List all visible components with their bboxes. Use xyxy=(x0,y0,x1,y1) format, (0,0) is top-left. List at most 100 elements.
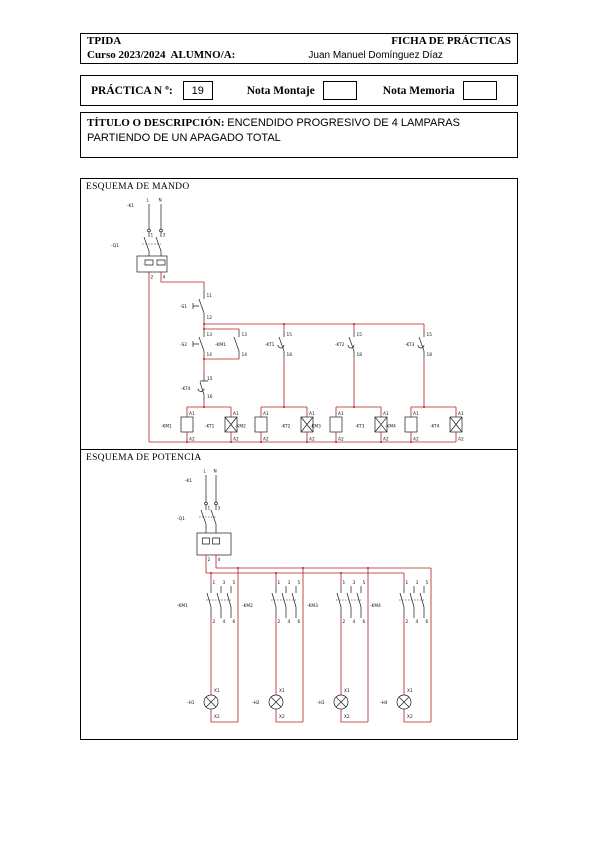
diagram-label: A2 xyxy=(338,437,344,443)
diagram-label: 5 xyxy=(363,580,366,586)
potencia-title: ESQUEMA DE POTENCIA xyxy=(86,453,202,463)
diagram-label: 1 xyxy=(343,580,346,586)
nota-montaje-label: Nota Montaje xyxy=(246,84,315,97)
diagram-label: 6 xyxy=(233,619,236,625)
diagram-label: A1 xyxy=(458,411,464,417)
diagram-label: A1 xyxy=(309,411,315,417)
km1-main-contacts xyxy=(206,586,232,618)
diagram-label: -KT1 xyxy=(265,342,275,348)
diagram-label: 3 xyxy=(288,580,291,586)
title-description-box: TÍTULO O DESCRIPCIÓN: ENCENDIDO PROGRESI… xyxy=(80,112,518,158)
km4-coil xyxy=(404,416,418,433)
nota-montaje-field xyxy=(322,81,357,100)
diagram-label: 6 xyxy=(426,619,429,625)
diagram-label: 3 xyxy=(223,580,226,586)
diagram-label: 14 xyxy=(207,352,213,358)
potencia-components-group xyxy=(196,475,425,710)
diagram-label: -H2 xyxy=(252,700,260,706)
diagram-label: 5 xyxy=(233,580,236,586)
diagram-label: -KM4 xyxy=(370,603,381,609)
diagram-label: 18 xyxy=(427,352,433,358)
practice-number-field: 19 xyxy=(182,81,213,100)
diagram-label: L xyxy=(147,198,150,204)
esquema-potencia-section: ESQUEMA DE POTENCIA xyxy=(80,449,518,740)
km2-coil xyxy=(254,416,268,433)
diagram-label: -H4 xyxy=(380,700,388,706)
km3-main-contacts xyxy=(336,586,362,618)
diagram-label: -KM2 xyxy=(242,603,253,609)
diagram-label: A2 xyxy=(309,437,315,443)
diagram-label: A2 xyxy=(413,437,419,443)
diagram-label: -KT2 xyxy=(281,424,291,430)
diagram-label: X1 xyxy=(407,688,413,694)
diagram-label: A1 xyxy=(383,411,389,417)
diagram-label: -KT3 xyxy=(405,342,415,348)
diagram-label: X1 xyxy=(279,688,285,694)
practice-number-label: PRÁCTICA N º: xyxy=(91,84,173,97)
diagram-label: 4 xyxy=(353,619,356,625)
km3-coil xyxy=(329,416,343,433)
km1-aux-contact-symbol xyxy=(233,331,240,357)
nota-memoria-label: Nota Memoria xyxy=(382,84,455,97)
diagram-label: A1 xyxy=(189,411,195,417)
org-title: TPIDA xyxy=(87,35,122,47)
kt1-contact-symbol xyxy=(277,331,285,357)
diagram-label: N xyxy=(214,469,217,475)
mando-title: ESQUEMA DE MANDO xyxy=(86,182,190,192)
diagram-label: 18 xyxy=(287,352,293,358)
diagram-label: 3 xyxy=(353,580,356,586)
diagram-label: A1 xyxy=(233,411,239,417)
diagram-label: -H1 xyxy=(187,700,195,706)
nota-memoria-field xyxy=(462,81,497,100)
diagram-label: 4 xyxy=(288,619,291,625)
km4-main-contacts xyxy=(399,586,425,618)
diagram-label: 18 xyxy=(357,352,363,358)
diagram-label: -Q1 xyxy=(111,243,119,249)
diagram-label: 4 xyxy=(223,619,226,625)
diagram-label: -S1 xyxy=(180,304,187,310)
diagram-label: 3 xyxy=(416,580,419,586)
diagram-label: A1 xyxy=(263,411,269,417)
diagram-label: X1 xyxy=(344,688,350,694)
kt3-contact-symbol xyxy=(417,331,425,357)
mando-components-group xyxy=(136,204,463,433)
diagram-label: -S2 xyxy=(180,342,187,348)
diagram-label: 14 xyxy=(242,352,248,358)
description-label: TÍTULO O DESCRIPCIÓN: xyxy=(87,117,225,129)
diagram-label: 2 xyxy=(213,619,216,625)
esquema-mando-section: ESQUEMA DE MANDO xyxy=(80,178,518,450)
student-label: ALUMNO/A: xyxy=(170,49,236,61)
potencia-wires-group xyxy=(205,555,432,723)
diagram-label: X2 xyxy=(407,714,413,720)
diagram-label: 2 xyxy=(208,557,211,563)
diagram-label: L xyxy=(204,469,207,475)
diagram-label: 1 xyxy=(208,506,211,512)
diagram-label: 2 xyxy=(343,619,346,625)
q1-breaker-symbol xyxy=(200,505,217,529)
diagram-label: A1 xyxy=(338,411,344,417)
diagram-label: 2 xyxy=(278,619,281,625)
pushbutton-s1-symbol xyxy=(192,291,205,321)
diagram-label: -Q1 xyxy=(177,516,185,522)
diagram-label: 11 xyxy=(207,293,213,299)
diagram-label: 13 xyxy=(242,332,248,338)
diagram-label: X2 xyxy=(214,714,220,720)
course-label: Curso 2023/2024 xyxy=(87,49,166,61)
diagram-label: -KT2 xyxy=(335,342,345,348)
diagram-label: 6 xyxy=(363,619,366,625)
pushbutton-s2-symbol xyxy=(192,331,205,357)
diagram-label: 2 xyxy=(151,275,154,281)
doc-type-title: FICHA DE PRÁCTICAS xyxy=(391,35,511,47)
diagram-label: -KM2 xyxy=(235,424,246,430)
diagram-label: 12 xyxy=(207,315,213,321)
kt2-contact-symbol xyxy=(347,331,355,357)
diagram-label: X2 xyxy=(344,714,350,720)
diagram-label: 4 xyxy=(218,557,221,563)
description-text: ENCENDIDO PROGRESIVO DE 4 LAMPARAS PARTI… xyxy=(87,117,460,145)
diagram-label: -H3 xyxy=(317,700,325,706)
diagram-label: X2 xyxy=(279,714,285,720)
diagram-label: 4 xyxy=(163,275,166,281)
kt4-contact-symbol xyxy=(197,374,208,400)
